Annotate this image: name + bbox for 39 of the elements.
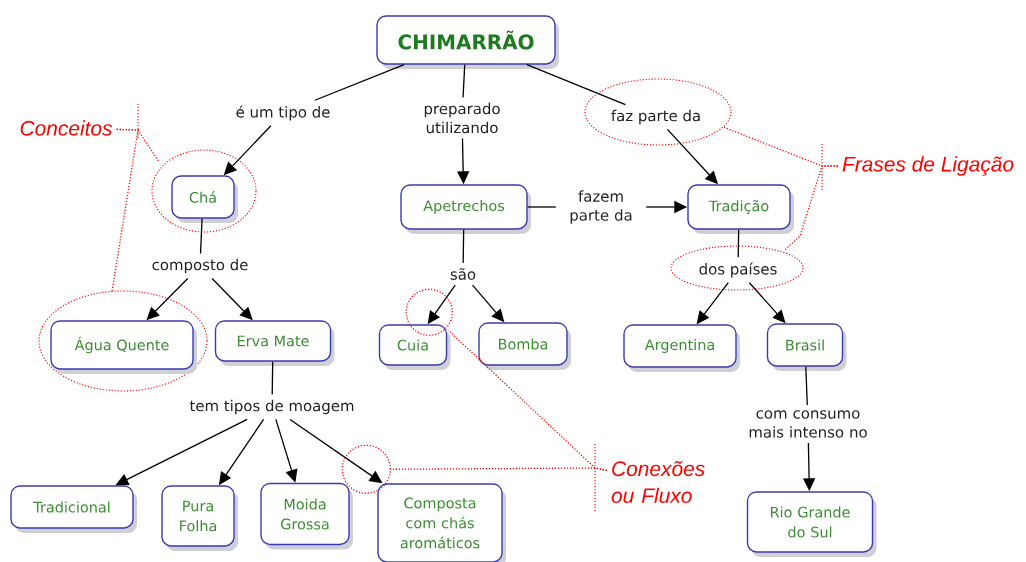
connector-line [314, 64, 405, 101]
concept-box: CHIMARRÃO [376, 15, 559, 69]
concept-box: Composta com chás aromáticos [377, 483, 506, 562]
annotation-text: Frases de Ligação [842, 156, 1014, 176]
linking-phrase: preparado utilizando [424, 102, 500, 134]
linking-phrase: faz parte da [611, 109, 700, 125]
concept-box: Rio Grande do Sul [746, 491, 877, 557]
connector-line [805, 366, 808, 406]
connector-line [737, 229, 740, 258]
connector-line [462, 229, 465, 264]
linking-phrase: com consumo mais intenso no [749, 410, 867, 438]
concept-box: Água Quente [50, 320, 197, 374]
annotation-text: Conexões ou Fluxo [611, 460, 705, 504]
linking-phrase: composto de [152, 258, 248, 274]
concept-box: Cuia [378, 324, 451, 370]
concept-box: Pura Folha [161, 485, 238, 551]
concept-box: Chá [171, 175, 238, 223]
leader-line [341, 444, 608, 494]
concept-box: Tradicional [10, 485, 137, 533]
linking-phrase: são [450, 268, 476, 280]
concept-box: Tradição [687, 184, 794, 234]
concept-box: Moida Grossa [260, 482, 353, 550]
connector-line [462, 64, 466, 99]
concept-box: Bomba [478, 322, 571, 370]
linking-phrase: tem tipos de moagem [189, 399, 354, 415]
concept-box: Brasil [766, 323, 847, 371]
connector-line [199, 218, 203, 255]
leader-line [783, 165, 839, 251]
annotation-text: Conceitos [20, 120, 113, 136]
concept-box: Argentina [623, 324, 740, 372]
concept-box: Apetrechos [400, 184, 531, 234]
concept-box: Erva Mate [214, 320, 335, 366]
connector-line [526, 64, 626, 106]
connector-line [527, 206, 557, 208]
linking-phrase: dos países [699, 262, 777, 278]
leader-line [111, 128, 139, 292]
linking-phrase: é um tipo de [236, 105, 330, 121]
connector-line [271, 361, 274, 396]
linking-phrase: fazem parte da [570, 190, 632, 224]
